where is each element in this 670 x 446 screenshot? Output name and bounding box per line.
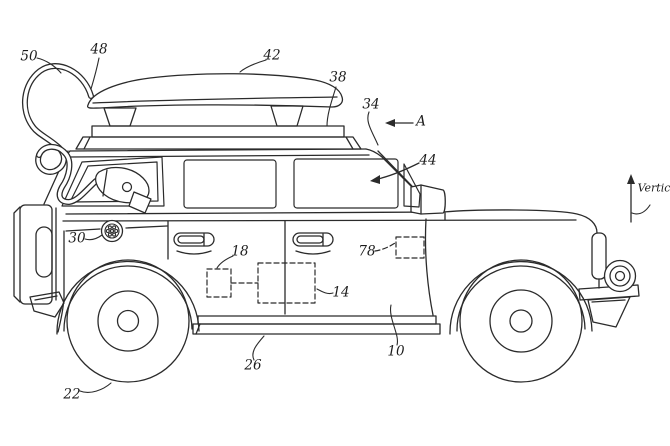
pod-mount-right	[271, 106, 303, 126]
leader-14	[317, 289, 333, 294]
component-box-14	[258, 263, 315, 303]
door-handle-front	[293, 233, 333, 254]
arrow-44	[370, 163, 419, 184]
leader-10	[391, 305, 398, 345]
leader-22	[80, 383, 111, 392]
leader-48	[91, 58, 99, 89]
side-mirror	[411, 185, 445, 214]
component-box-18	[207, 269, 231, 297]
leader-30	[85, 235, 102, 240]
door-handle-rear	[174, 233, 214, 254]
charging-cable	[25, 66, 96, 202]
leader-34	[368, 112, 378, 145]
wheels	[67, 260, 582, 382]
front-corner-trim	[592, 233, 606, 279]
rear-door-window	[184, 160, 276, 208]
rear-wheel	[67, 260, 189, 382]
front-door-window	[294, 159, 398, 208]
front-fender-flare	[450, 262, 592, 334]
leader-42	[240, 60, 266, 72]
rear-fender-flare	[57, 262, 199, 334]
pod-mount-left	[104, 108, 136, 126]
charge-port	[102, 221, 123, 242]
component-box-78	[396, 237, 424, 258]
dashed-component-boxes	[207, 237, 424, 303]
headlight	[605, 261, 636, 292]
roof-pod	[88, 74, 343, 126]
front-wheel	[460, 260, 582, 382]
section-a-arrow	[385, 119, 413, 127]
rear-spare-carrier	[14, 205, 56, 304]
roof-rack	[76, 126, 361, 149]
leader-18	[217, 256, 233, 268]
vertical-axis-arrow	[627, 174, 650, 222]
running-board	[193, 324, 440, 334]
leader-78	[375, 243, 395, 251]
rocker-panel	[198, 316, 436, 324]
leader-26	[253, 336, 264, 360]
